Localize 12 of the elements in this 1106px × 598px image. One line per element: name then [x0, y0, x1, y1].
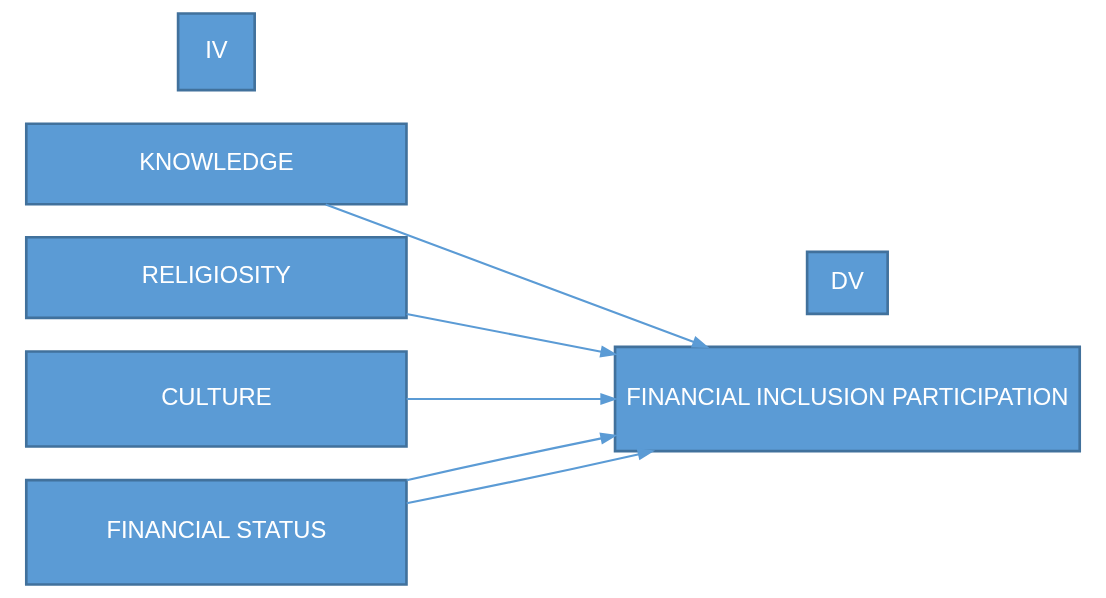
- node-box: CULTURE: [24, 350, 408, 448]
- arrow: [325, 203, 710, 348]
- arrow: [406, 448, 656, 505]
- node-box: KNOWLEDGE: [24, 122, 408, 206]
- node-box: DV: [805, 250, 889, 316]
- node-box: RELIGIOSITY: [24, 235, 408, 320]
- node-box: FINANCIAL INCLUSION PARTICIPATION: [613, 345, 1082, 453]
- node-box: IV: [176, 12, 256, 92]
- arrow: [406, 432, 618, 482]
- node-box: FINANCIAL STATUS: [24, 478, 408, 586]
- arrow: [406, 313, 618, 358]
- arrow: [406, 392, 618, 406]
